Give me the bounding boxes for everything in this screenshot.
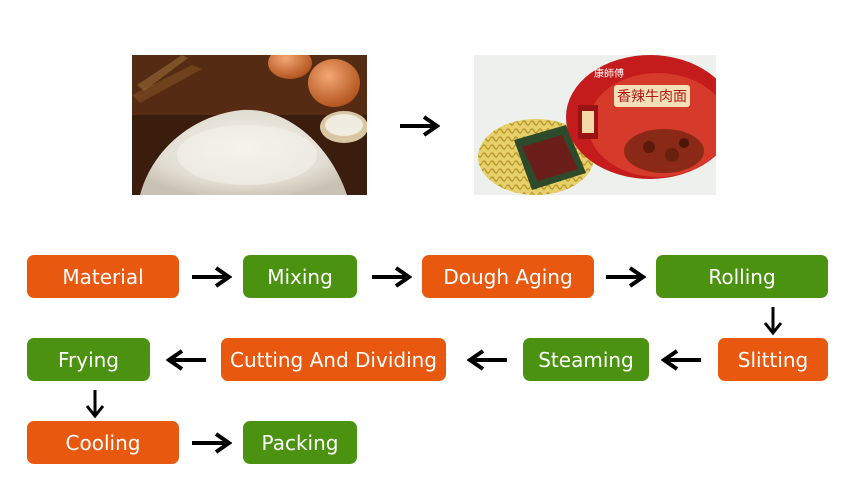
step-rolling: Rolling (656, 255, 828, 298)
step-label: Cutting And Dividing (230, 347, 437, 372)
left-arrow-icon (661, 349, 703, 371)
step-cooling: Cooling (27, 421, 179, 464)
step-label: Slitting (737, 347, 809, 372)
right-arrow-icon (370, 266, 412, 288)
step-material: Material (27, 255, 179, 298)
step-label: Packing (261, 430, 339, 455)
noodle-brand-text: 康師傅 (594, 67, 624, 80)
noodle-flavor-text: 香辣牛肉面 (617, 89, 687, 105)
step-mixing: Mixing (243, 255, 357, 298)
left-arrow-icon (467, 349, 509, 371)
right-arrow-icon (604, 266, 646, 288)
right-arrow-icon (398, 115, 440, 137)
down-arrow-icon (84, 389, 106, 419)
step-label: Rolling (708, 264, 776, 289)
step-label: Frying (57, 347, 120, 372)
step-label: Mixing (267, 264, 333, 289)
step-cutting-and-dividing: Cutting And Dividing (221, 338, 446, 381)
step-label: Cooling (65, 430, 141, 455)
step-frying: Frying (27, 338, 150, 381)
step-dough-aging: Dough Aging (422, 255, 594, 298)
instant-noodles-photo: 香辣牛肉面 康師傅 (474, 55, 716, 195)
right-arrow-icon (190, 266, 232, 288)
down-arrow-icon (762, 306, 784, 336)
flour-eggs-photo (132, 55, 367, 195)
step-packing: Packing (243, 421, 357, 464)
step-label: Dough Aging (443, 264, 573, 289)
step-label: Steaming (538, 347, 634, 372)
step-slitting: Slitting (718, 338, 828, 381)
step-label: Material (62, 264, 144, 289)
left-arrow-icon (166, 349, 208, 371)
right-arrow-icon (190, 432, 232, 454)
step-steaming: Steaming (523, 338, 649, 381)
